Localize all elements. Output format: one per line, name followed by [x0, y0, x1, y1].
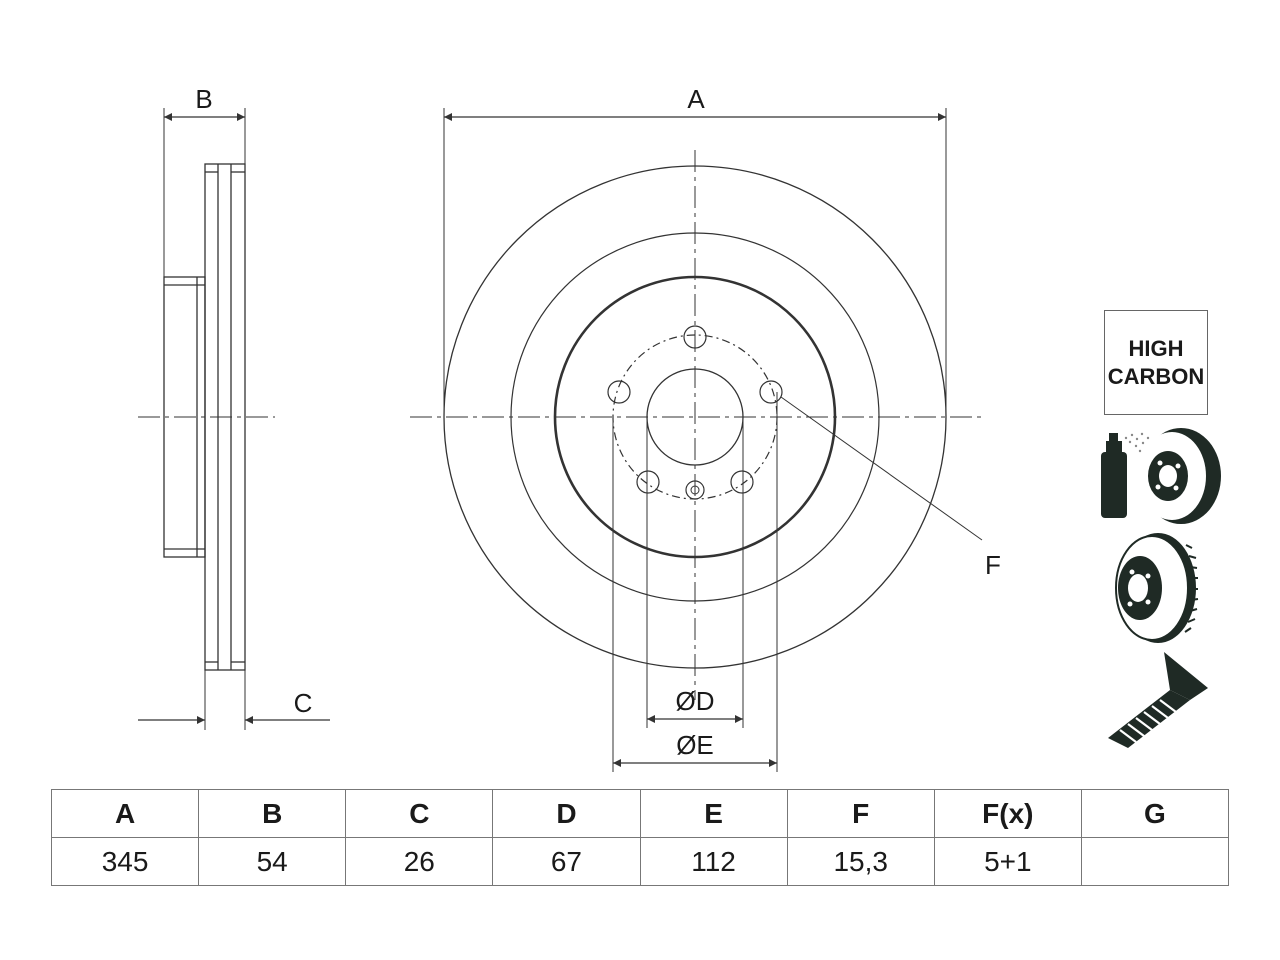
value-cell: 26 — [345, 837, 494, 886]
header-cell: E — [639, 789, 788, 838]
value-cell: 54 — [198, 837, 347, 886]
high-carbon-badge: HIGH CARBON — [1104, 310, 1208, 415]
dim-label-b: B — [195, 84, 212, 114]
header-cell: B — [198, 789, 347, 838]
dim-label-f: F — [985, 550, 1001, 580]
header-cell: D — [492, 789, 641, 838]
table-header-row: A B C D E F F(x) G — [50, 789, 1230, 838]
table-value-row: 345 54 26 67 112 15,3 5+1 — [50, 837, 1230, 886]
dim-label-c: C — [294, 688, 313, 718]
vented-disc-icon — [1115, 533, 1199, 643]
dim-label-a: A — [687, 84, 705, 114]
value-cell: 15,3 — [786, 837, 935, 886]
dimension-table: A B C D E F F(x) G 345 54 26 67 112 15,3… — [50, 789, 1230, 886]
header-cell: F — [786, 789, 935, 838]
screw-icon — [1108, 652, 1208, 748]
header-cell: A — [50, 789, 200, 838]
header-cell: C — [345, 789, 494, 838]
coating-icon — [1101, 428, 1221, 524]
side-view — [138, 108, 330, 730]
header-cell: G — [1080, 789, 1230, 838]
badge-line-2: CARBON — [1107, 363, 1205, 389]
header-cell: F(x) — [933, 789, 1082, 838]
badge-line-1: HIGH — [1128, 335, 1184, 361]
value-cell: 112 — [639, 837, 788, 886]
value-cell: 67 — [492, 837, 641, 886]
value-cell: 345 — [50, 837, 200, 886]
value-cell — [1080, 837, 1230, 886]
front-view — [410, 108, 983, 772]
dim-label-d: ØD — [676, 686, 715, 716]
dim-label-e: ØE — [676, 730, 714, 760]
value-cell: 5+1 — [933, 837, 1082, 886]
